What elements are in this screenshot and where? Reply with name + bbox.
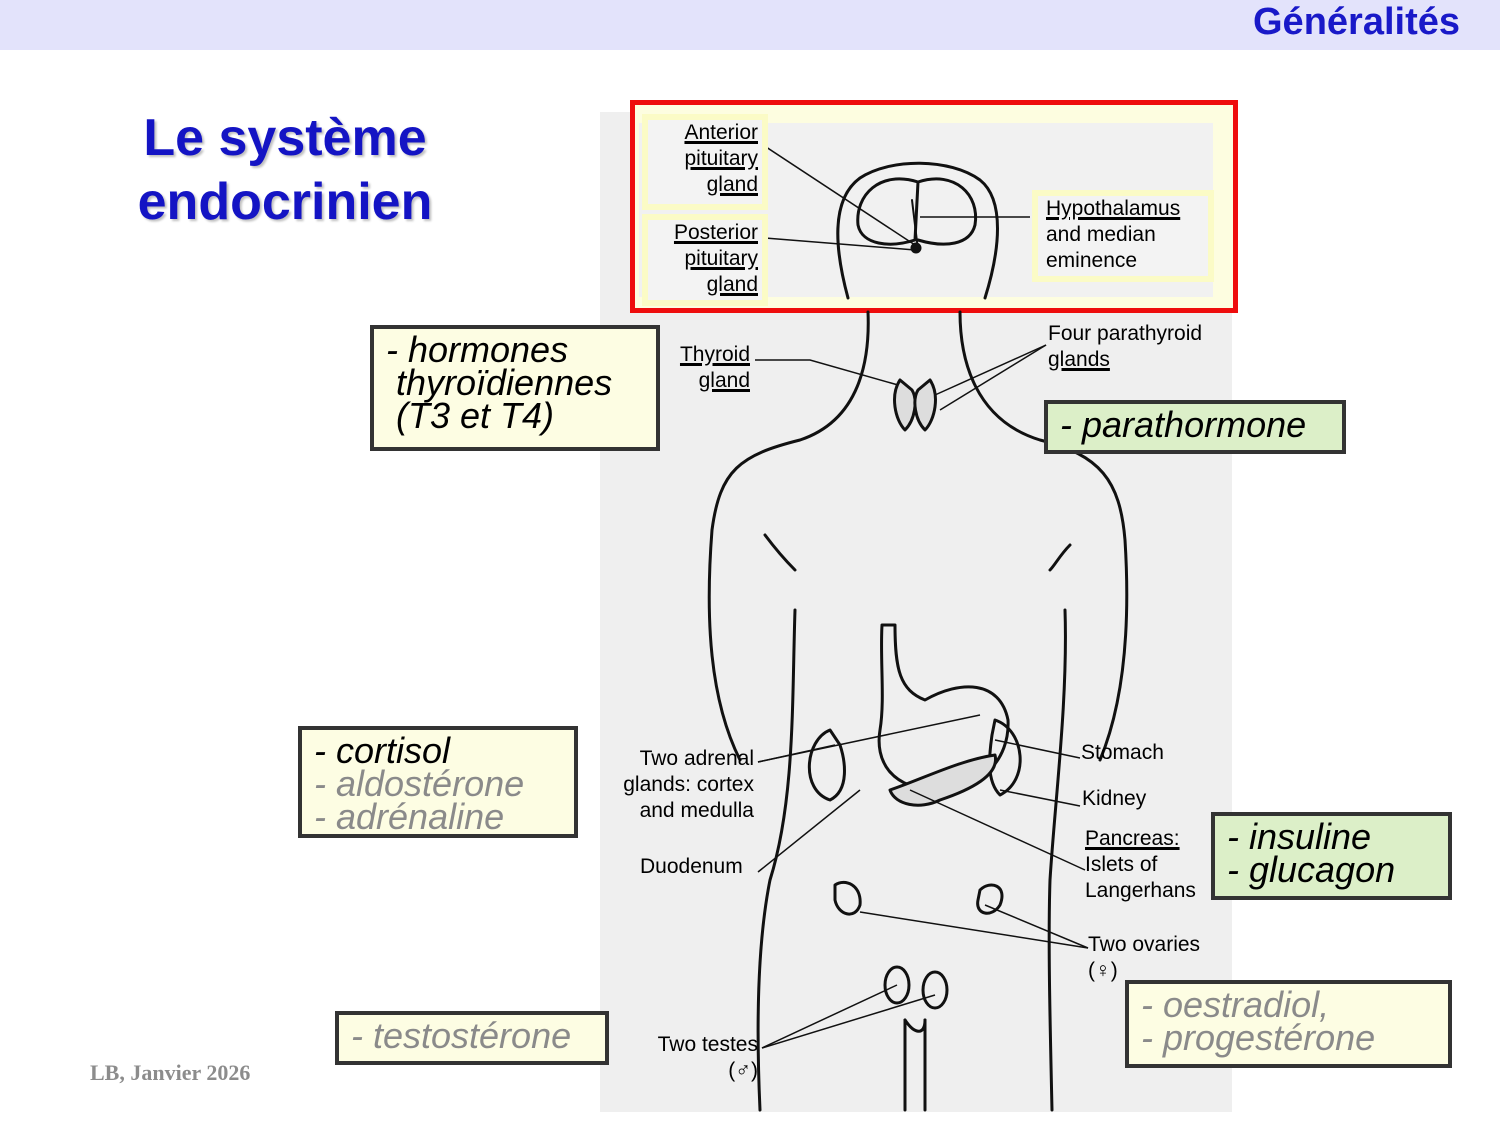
hypothalamus-callout: Hypothalamus and median eminence bbox=[1038, 196, 1208, 276]
adrenal-hormones-box: - cortisol - aldostérone - adrénaline bbox=[298, 726, 578, 838]
anterior-pituitary-line1: Anterior bbox=[684, 121, 758, 144]
kidney-right bbox=[988, 718, 1022, 797]
thyroid-label: Thyroid gland bbox=[660, 342, 750, 394]
slide-title: Le système endocrinien bbox=[100, 106, 470, 234]
adrenal-label-line1: Two adrenal bbox=[639, 747, 754, 770]
pancreas-label-line1: Pancreas: bbox=[1085, 827, 1180, 850]
testis-right bbox=[921, 970, 949, 1010]
thyroid-shape bbox=[893, 378, 917, 432]
pancreas-hormones-box: - insuline - glucagon bbox=[1211, 812, 1452, 900]
pancreas-label-line3: Langerhans bbox=[1085, 879, 1196, 902]
anterior-pituitary-line3: gland bbox=[706, 173, 758, 196]
thyroid-hormones-box: - hormones thyroïdiennes (T3 et T4) bbox=[370, 325, 660, 451]
parathormone-line1: - parathormone bbox=[1060, 404, 1307, 445]
testes-label: Two testes (♂) bbox=[640, 1032, 758, 1084]
hypothalamus-line2: and median bbox=[1046, 223, 1156, 246]
adrenal-hormones-line2: - aldostérone bbox=[314, 763, 525, 804]
anterior-pituitary-line2: pituitary bbox=[684, 147, 758, 170]
pancreas-label-line2: Islets of bbox=[1085, 853, 1158, 876]
pancreas-shape bbox=[888, 753, 997, 807]
anterior-pituitary-callout: Anterior pituitary gland bbox=[648, 120, 762, 204]
brain-outline bbox=[856, 177, 920, 246]
duodenum-label: Duodenum bbox=[640, 855, 743, 878]
pancreas-hormones-line1: - insuline bbox=[1227, 816, 1372, 857]
ovary-right bbox=[976, 883, 1004, 915]
posterior-pituitary-callout: Posterior pituitary gland bbox=[648, 220, 762, 300]
thyroid-label-line1: Thyroid bbox=[679, 343, 750, 366]
neck-outline bbox=[707, 310, 870, 762]
adrenal-hormones-line1: - cortisol bbox=[314, 730, 451, 771]
ovaries-label: Two ovaries (♀) bbox=[1088, 932, 1200, 984]
testis-left bbox=[883, 965, 911, 1005]
posterior-pituitary-line3: gland bbox=[706, 273, 758, 296]
adrenal-hormones-line3: - adrénaline bbox=[314, 796, 505, 837]
footer-credit: LB, Janvier 2026 bbox=[90, 1060, 251, 1085]
testosterone-box: - testostérone bbox=[335, 1011, 609, 1065]
torso-left bbox=[756, 608, 797, 1112]
parathyroid-label-line2: glands bbox=[1048, 348, 1110, 371]
pancreas-hormones-line2: - glucagon bbox=[1227, 849, 1396, 890]
parathyroid-label-line1: Four parathyroid bbox=[1048, 322, 1203, 345]
adrenal-label-line3: and medulla bbox=[639, 799, 754, 822]
section-title: Généralités bbox=[1253, 1, 1460, 43]
thyroid-hormones-line1: - hormones bbox=[386, 329, 569, 370]
adrenal-label-line2: glands: cortex bbox=[623, 773, 754, 796]
stomach-label: Stomach bbox=[1081, 741, 1164, 764]
testes-label-line1: Two testes bbox=[657, 1033, 758, 1056]
ovarian-hormones-box: - oestradiol, - progestérone bbox=[1125, 980, 1452, 1068]
adrenal-label: Two adrenal glands: cortex and medulla bbox=[600, 746, 754, 824]
testosterone-line1: - testostérone bbox=[351, 1015, 572, 1056]
pancreas-label: Pancreas: Islets of Langerhans bbox=[1085, 826, 1196, 904]
thyroid-label-line2: gland bbox=[698, 369, 750, 392]
hypothalamus-line3: eminence bbox=[1046, 249, 1138, 272]
ovary-left bbox=[833, 880, 862, 916]
ovaries-label-line1: Two ovaries bbox=[1088, 933, 1201, 956]
testes-label-line2: (♂) bbox=[728, 1059, 758, 1082]
kidney-label: Kidney bbox=[1082, 787, 1147, 810]
kidney-left bbox=[807, 728, 846, 802]
parathormone-box: - parathormone bbox=[1044, 400, 1346, 454]
slide-title-line1: Le système bbox=[143, 109, 427, 167]
header-bar: Généralités bbox=[0, 0, 1500, 50]
torso-right bbox=[1047, 608, 1067, 1112]
posterior-pituitary-line2: pituitary bbox=[684, 247, 758, 270]
slide-title-line2: endocrinien bbox=[137, 173, 433, 231]
ovaries-label-line2: (♀) bbox=[1088, 959, 1118, 982]
thyroid-hormones-line3: (T3 et T4) bbox=[396, 395, 555, 436]
ovarian-hormones-line1: - oestradiol, bbox=[1141, 984, 1330, 1025]
ovarian-hormones-line2: - progestérone bbox=[1141, 1017, 1376, 1058]
head-outline bbox=[836, 161, 999, 300]
thyroid-hormones-line2: thyroïdiennes bbox=[396, 362, 613, 403]
hypothalamus-line1: Hypothalamus bbox=[1046, 197, 1181, 220]
posterior-pituitary-line1: Posterior bbox=[673, 221, 758, 244]
parathyroid-label: Four parathyroid glands bbox=[1048, 321, 1202, 373]
